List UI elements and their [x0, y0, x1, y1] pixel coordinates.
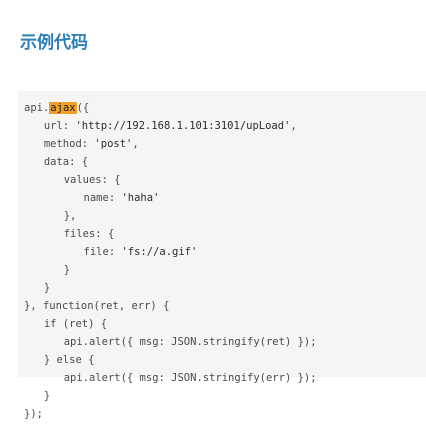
code-line: }: [18, 279, 426, 297]
code-token: api.alert({ msg: JSON.stringify(err) });: [63, 372, 317, 384]
code-token: ,: [290, 120, 297, 132]
code-string: 'haha': [121, 192, 160, 204]
code-token: data: {: [43, 156, 89, 168]
code-line: values: {: [18, 171, 426, 189]
code-line: }, function(ret, err) {: [18, 297, 426, 315]
code-token: files: {: [63, 228, 115, 240]
code-line: api.alert({ msg: JSON.stringify(ret) });: [18, 333, 426, 351]
code-string: 'fs://a.gif': [121, 246, 198, 258]
code-token: }: [43, 390, 51, 402]
code-line: }: [18, 387, 426, 405]
code-token: },: [63, 210, 77, 222]
code-token: values: {: [63, 174, 121, 186]
code-string: 'http://192.168.1.101:3101/upLoad': [75, 120, 291, 132]
code-token: method:: [43, 138, 95, 150]
code-token: }: [43, 282, 51, 294]
code-token: ,: [132, 138, 139, 150]
code-line: url: 'http://192.168.1.101:3101/upLoad',: [18, 117, 426, 135]
code-line: files: {: [18, 225, 426, 243]
code-line: if (ret) {: [18, 315, 426, 333]
code-token: if (ret) {: [43, 318, 108, 330]
code-token: }, function(ret, err) {: [24, 300, 170, 312]
code-token: }: [63, 264, 71, 276]
code-line: method: 'post',: [18, 135, 426, 153]
code-line: data: {: [18, 153, 426, 171]
code-string: 'post': [94, 138, 133, 150]
code-token: } else {: [43, 354, 95, 366]
section-heading: 示例代码: [20, 33, 88, 53]
code-line: file: 'fs://a.gif': [18, 243, 426, 261]
code-token: ({: [76, 102, 90, 114]
code-line: } else {: [18, 351, 426, 369]
code-line: },: [18, 207, 426, 225]
code-line: }: [18, 261, 426, 279]
code-token: });: [24, 408, 43, 420]
code-token: api.alert({ msg: JSON.stringify(ret) });: [63, 336, 317, 348]
code-line: });: [18, 405, 426, 423]
code-line: api.ajax({: [18, 99, 426, 117]
code-block: api.ajax({url: 'http://192.168.1.101:310…: [18, 91, 426, 420]
code-lines: api.ajax({url: 'http://192.168.1.101:310…: [18, 99, 426, 423]
code-line: name: 'haha': [18, 189, 426, 207]
code-token: file:: [83, 246, 122, 258]
search-highlight: ajax: [49, 102, 77, 114]
code-token: api.: [24, 102, 50, 114]
code-token: url:: [43, 120, 76, 132]
code-token: name:: [83, 192, 122, 204]
code-line: api.alert({ msg: JSON.stringify(err) });: [18, 369, 426, 387]
